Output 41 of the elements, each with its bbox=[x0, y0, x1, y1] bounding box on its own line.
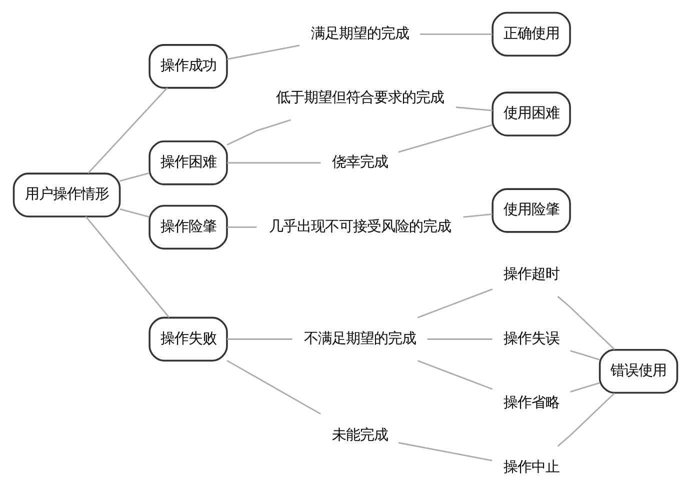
connector bbox=[570, 382, 600, 393]
node-text: 侥幸完成 bbox=[332, 154, 388, 171]
connector bbox=[570, 350, 600, 360]
connector bbox=[557, 392, 616, 447]
node-text: 不满足期望的完成 bbox=[304, 330, 416, 347]
connector bbox=[226, 119, 291, 146]
connector bbox=[420, 34, 492, 35]
connector bbox=[463, 214, 492, 218]
node-text: 未能完成 bbox=[332, 427, 388, 444]
node-box: 正确使用 bbox=[492, 12, 571, 57]
connector bbox=[226, 360, 321, 415]
node-box: 错误使用 bbox=[598, 348, 678, 394]
connector bbox=[557, 296, 616, 350]
connector bbox=[398, 124, 492, 153]
connector bbox=[427, 338, 492, 340]
connector bbox=[398, 442, 492, 462]
node-box: 操作困难 bbox=[148, 140, 228, 186]
node-text: 操作中止 bbox=[503, 459, 560, 476]
node-box: 使用险肇 bbox=[492, 188, 571, 233]
connector bbox=[456, 106, 493, 112]
connector bbox=[88, 87, 168, 174]
connector bbox=[418, 288, 493, 318]
node-text: 操作失误 bbox=[503, 330, 560, 347]
connector bbox=[120, 172, 150, 182]
node-text: 低于期望但符合要求的完成 bbox=[276, 90, 444, 106]
connector bbox=[85, 216, 170, 318]
connector bbox=[227, 226, 257, 228]
node-text: 几乎出现不可接受风险的完成 bbox=[268, 218, 451, 235]
node-box: 操作失败 bbox=[148, 316, 228, 362]
node-text: 满足期望的完成 bbox=[310, 26, 409, 42]
node-text: 操作超时 bbox=[503, 266, 560, 283]
connector bbox=[227, 338, 292, 340]
node-box: 操作险肇 bbox=[148, 204, 228, 250]
connector bbox=[227, 162, 321, 164]
node-box: 用户操作情形 bbox=[12, 172, 121, 218]
node-text: 操作省略 bbox=[503, 395, 560, 412]
connector bbox=[418, 360, 493, 390]
connector bbox=[226, 44, 300, 60]
node-box: 操作成功 bbox=[148, 44, 228, 89]
connector bbox=[120, 208, 150, 218]
node-box: 使用困难 bbox=[492, 92, 571, 136]
